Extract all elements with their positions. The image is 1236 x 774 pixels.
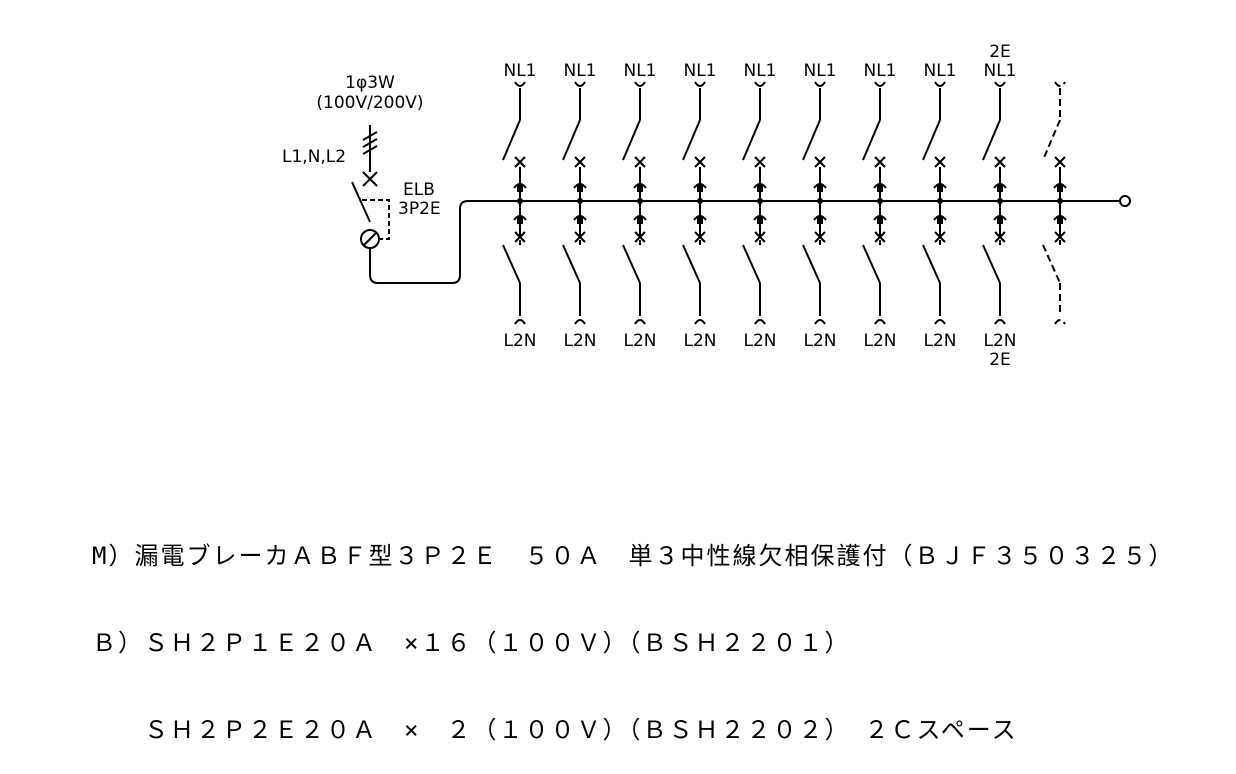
- branch-bottom-label: L2N: [503, 331, 536, 351]
- branch-top-extra-label: 2E: [989, 42, 1011, 62]
- branch-bottom-label: L2N: [683, 331, 716, 351]
- branch-top-label: NL1: [923, 61, 956, 81]
- main-breaker-type-label: ELB: [403, 180, 435, 200]
- branch-bottom-label: L2N: [863, 331, 896, 351]
- branch-top-label: NL1: [743, 61, 776, 81]
- branch-circuits: NL1L2NNL1L2NNL1L2NNL1L2NNL1L2NNL1L2NNL1L…: [502, 42, 1017, 370]
- branch-top-label: NL1: [563, 61, 596, 81]
- branch-top-label: NL1: [503, 61, 536, 81]
- branch-bottom-label: L2N: [803, 331, 836, 351]
- spare-space: [1042, 81, 1067, 325]
- branch-top-label: NL1: [683, 61, 716, 81]
- supply-phase-label: 1φ3W: [345, 73, 395, 93]
- branch-bottom-extra-label: 2E: [989, 350, 1011, 370]
- branch-bottom-label: L2N: [743, 331, 776, 351]
- supply-voltage-label: (100V/200V): [316, 93, 423, 113]
- spec-notes: M）漏電ブレーカＡＢＦ型３Ｐ２Ｅ ５０Ａ 単３中性線欠相保護付（ＢＪＦ３５０３２…: [92, 484, 1174, 774]
- branch-top-label: NL1: [863, 61, 896, 81]
- branch-top-label: NL1: [803, 61, 836, 81]
- supply-lines-label: L1,N,L2: [282, 147, 346, 167]
- spare-breaker-space: [1042, 81, 1067, 325]
- branch-bottom-label: L2N: [923, 331, 956, 351]
- branch-bottom-label: L2N: [623, 331, 656, 351]
- branch-top-label: NL1: [983, 61, 1016, 81]
- branch-bottom-label: L2N: [983, 331, 1016, 351]
- spec-note-branch-2e: ＳＨ２Ｐ２Ｅ２０Ａ × ２（１００Ｖ）（ＢＳＨ２２０２） ２Ｃスペース: [92, 716, 1018, 744]
- main-breaker-poles-label: 3P2E: [398, 199, 441, 219]
- branch-bottom-label: L2N: [563, 331, 596, 351]
- supply-conductor: [362, 125, 378, 172]
- main-breaker-symbol: [351, 171, 1131, 284]
- wiring-diagram: 1φ3W (100V/200V) L1,N,L2 ELB 3P2E NL1L2N…: [282, 42, 1131, 370]
- spec-note-main-breaker: M）漏電ブレーカＡＢＦ型３Ｐ２Ｅ ５０Ａ 単３中性線欠相保護付（ＢＪＦ３５０３２…: [92, 542, 1175, 570]
- branch-top-label: NL1: [623, 61, 656, 81]
